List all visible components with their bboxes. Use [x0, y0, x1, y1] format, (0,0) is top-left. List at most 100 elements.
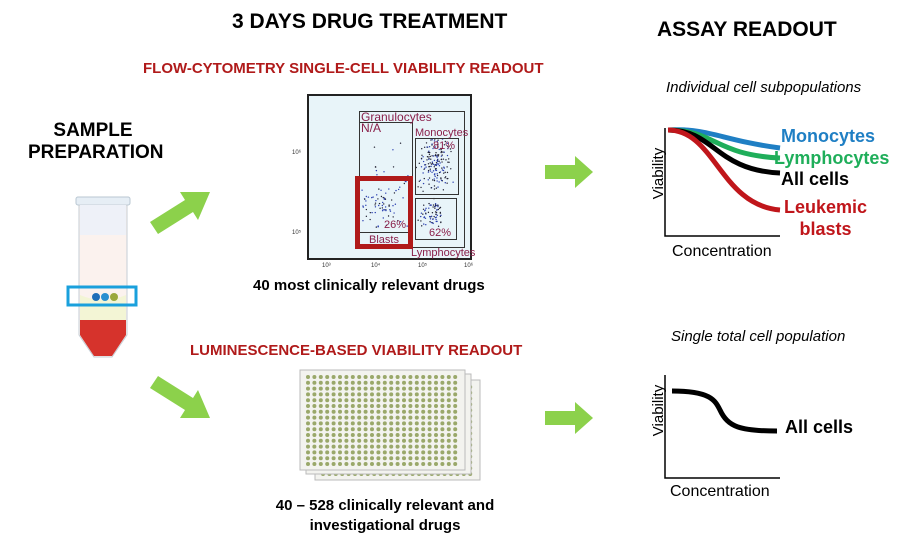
cell-dot: [435, 151, 437, 154]
well: [363, 380, 368, 385]
cell-dot: [423, 146, 426, 148]
well: [325, 444, 330, 449]
well: [318, 456, 323, 461]
well: [318, 438, 323, 443]
cell-dot: [446, 171, 449, 174]
well: [440, 450, 445, 455]
well: [382, 456, 387, 461]
well: [446, 450, 451, 455]
well: [453, 427, 458, 432]
well: [318, 409, 323, 414]
cell-dot: [420, 212, 423, 214]
well: [344, 398, 349, 403]
bottom-chart-ylabel: Viability: [650, 384, 668, 437]
well: [338, 375, 342, 379]
cell-dot: [434, 203, 437, 205]
bottom-chart: [664, 375, 780, 479]
cell-dot: [444, 140, 447, 143]
well: [408, 421, 413, 426]
well: [344, 375, 349, 379]
lumi-heading: LUMINESCENCE-BASED VIABILITY READOUT: [190, 342, 523, 359]
cell-dot: [379, 207, 381, 210]
cell-dot: [378, 188, 380, 190]
well: [350, 456, 355, 461]
arrow-right-icon: [545, 156, 593, 188]
well: [325, 427, 330, 432]
well: [318, 433, 323, 437]
cell-dot: [417, 186, 419, 188]
well: [427, 427, 432, 432]
top-chart-subtitle: Individual cell subpopulations: [666, 79, 862, 96]
well: [421, 392, 426, 397]
cell-dot: [388, 204, 390, 206]
cell-dot: [372, 196, 374, 198]
well: [389, 392, 394, 397]
cell-dot: [428, 158, 430, 161]
cell-dot: [361, 189, 363, 191]
well: [331, 433, 336, 437]
cell-dot: [439, 162, 441, 164]
cell-dot: [434, 207, 436, 209]
cell-dot: [365, 215, 368, 218]
cell-dot: [425, 207, 427, 210]
cell-dot: [434, 168, 437, 170]
cell-dot: [433, 159, 436, 162]
well: [357, 450, 362, 455]
well: [363, 421, 368, 426]
well: [440, 409, 445, 414]
well: [331, 386, 336, 391]
cell-dot: [428, 166, 430, 168]
cell-dot: [432, 206, 434, 208]
cell-dot: [424, 209, 427, 211]
well: [325, 456, 330, 461]
lumi-caption-line1: 40 – 528 clinically relevant and: [275, 497, 495, 514]
well: [331, 456, 336, 461]
cell-dot: [424, 167, 426, 170]
cell-dot: [427, 171, 430, 173]
cell-dot: [435, 164, 438, 167]
well: [318, 462, 323, 466]
well: [376, 427, 381, 432]
well: [350, 386, 355, 391]
cell-dot: [388, 205, 390, 207]
well: [306, 427, 310, 432]
well: [402, 392, 406, 397]
well: [434, 462, 438, 466]
cell-dot: [445, 159, 447, 161]
cell-dot: [442, 189, 445, 191]
well: [382, 375, 387, 379]
cell-dot: [432, 163, 435, 165]
monocytes-label: Monocytes: [415, 127, 469, 139]
cell-dot: [430, 165, 432, 168]
well: [389, 462, 394, 466]
well: [318, 450, 323, 455]
well: [318, 398, 323, 403]
well: [350, 433, 355, 437]
well: [434, 415, 438, 420]
cell-dot: [362, 206, 365, 208]
cell-dot: [435, 218, 437, 221]
cell-dot: [422, 190, 424, 192]
well: [382, 404, 387, 408]
well: [427, 433, 432, 437]
well: [325, 386, 330, 391]
well: [389, 433, 394, 437]
well: [338, 421, 342, 426]
cell-dot: [403, 182, 406, 185]
well: [350, 398, 355, 403]
well: [395, 462, 400, 466]
cell-dot: [431, 212, 434, 214]
well: [376, 433, 381, 437]
well: [395, 380, 400, 385]
well: [408, 427, 413, 432]
well: [440, 433, 445, 437]
cell-dot: [433, 140, 436, 142]
well: [434, 398, 438, 403]
cell-dot: [422, 160, 425, 163]
well: [453, 433, 458, 437]
well: [446, 386, 451, 391]
assay-title: ASSAY READOUT: [657, 18, 837, 41]
well: [434, 380, 438, 385]
well: [421, 386, 426, 391]
cell-dot: [431, 155, 433, 157]
